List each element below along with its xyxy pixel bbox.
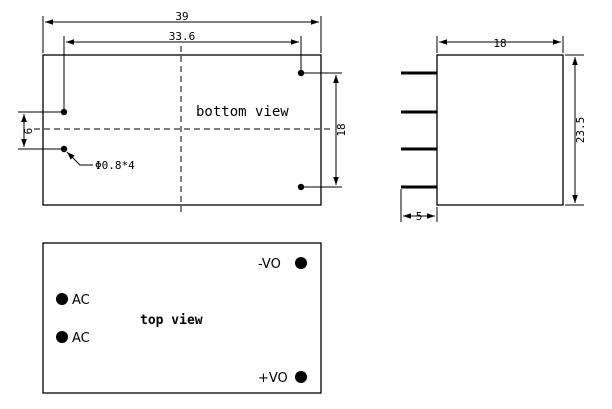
pin-marker-neg-vo	[295, 257, 307, 269]
side-view: 18 23.5 5	[400, 36, 587, 223]
bottom-view: bottom view 39 33.6 6 18 Φ0.8*4	[18, 10, 348, 212]
top-view: top view -VO AC AC +VO	[42, 242, 322, 394]
dim-6-label: 6	[22, 128, 35, 135]
pin-note-leader	[66, 151, 93, 166]
pin-marker-ac-1	[56, 293, 68, 305]
pin-marker-pos-vo	[295, 371, 307, 383]
dim-39-label: 39	[175, 10, 188, 23]
pin-note-label: Φ0.8*4	[95, 159, 135, 172]
bottom-pin-2	[60, 145, 68, 153]
pin-label-neg-vo: -VO	[258, 257, 281, 272]
top-view-outline	[42, 242, 322, 394]
bottom-pin-3	[297, 69, 305, 77]
dim-23-5-label: 23.5	[574, 117, 587, 144]
dim-18-h-label: 18	[493, 37, 506, 50]
top-view-title: top view	[140, 313, 203, 328]
dim-5-label: 5	[416, 210, 423, 223]
bottom-view-outline	[42, 54, 322, 206]
bottom-pin-1	[60, 108, 68, 116]
bottom-pin-4	[297, 183, 305, 191]
dim-33-6-label: 33.6	[169, 30, 196, 43]
dim-18-v-label: 18	[335, 123, 348, 136]
bottom-view-title: bottom view	[196, 104, 289, 120]
pin-marker-ac-2	[56, 331, 68, 343]
pin-label-ac-1: AC	[72, 293, 90, 308]
pin-label-pos-vo: +VO	[258, 371, 288, 386]
pin-label-ac-2: AC	[72, 331, 90, 346]
side-view-outline	[436, 54, 564, 206]
